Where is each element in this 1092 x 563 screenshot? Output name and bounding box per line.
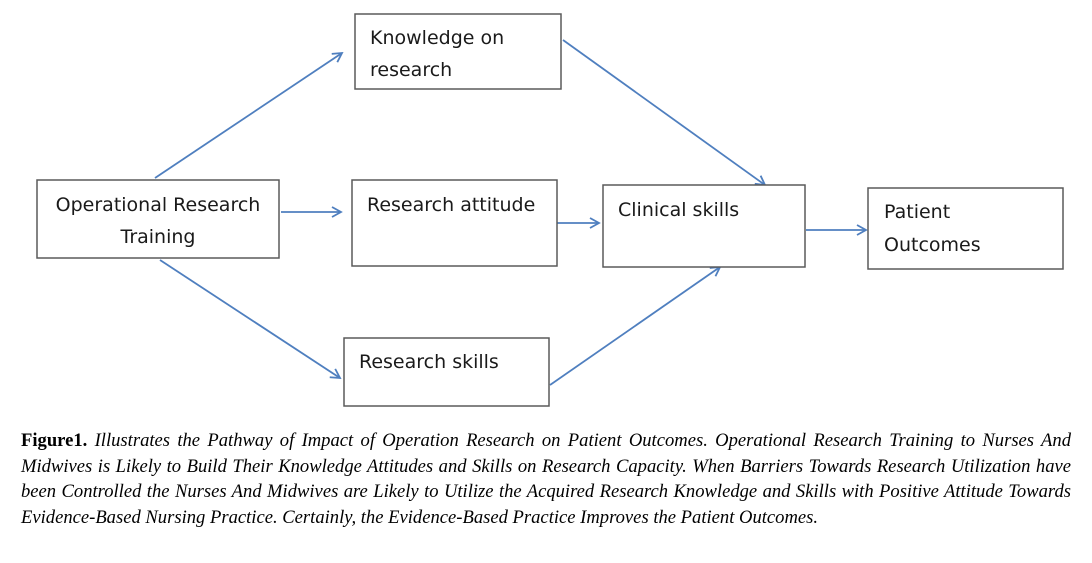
arrow-training-to-knowledge — [154, 51, 344, 179]
node-attitude: Research attitude — [351, 179, 558, 267]
node-clinical-label-line-1: Clinical skills — [618, 199, 739, 221]
node-training-label-line-1: Operational Research — [56, 194, 261, 216]
node-clinical: Clinical skills — [602, 184, 806, 268]
arrow-knowledge-to-clinical — [562, 39, 767, 187]
node-knowledge-box — [354, 13, 562, 90]
edges-layer — [154, 39, 868, 386]
node-skills: Research skills — [343, 337, 550, 407]
node-training-label-line-2: Training — [120, 226, 196, 248]
node-training-box — [36, 179, 280, 259]
node-attitude-label-line-1: Research attitude — [367, 194, 535, 216]
figure-caption: Figure1. Illustrates the Pathway of Impa… — [21, 428, 1071, 530]
node-clinical-box — [602, 184, 806, 268]
node-knowledge-label-line-1: Knowledge on — [370, 27, 504, 49]
arrow-skills-to-clinical — [549, 265, 722, 386]
arrow-training-to-skills — [159, 259, 342, 380]
node-outcomes-box — [867, 187, 1064, 270]
node-outcomes-label-line-2: Outcomes — [884, 234, 981, 256]
node-attitude-box — [351, 179, 558, 267]
node-skills-box — [343, 337, 550, 407]
caption-label: Figure1. — [21, 430, 95, 451]
node-skills-label-line-1: Research skills — [359, 351, 499, 373]
node-outcomes-label-line-1: Patient — [884, 201, 950, 223]
node-knowledge: Knowledge on research — [354, 13, 562, 90]
node-knowledge-label-line-2: research — [370, 59, 452, 81]
caption-text: Illustrates the Pathway of Impact of Ope… — [21, 430, 1071, 528]
